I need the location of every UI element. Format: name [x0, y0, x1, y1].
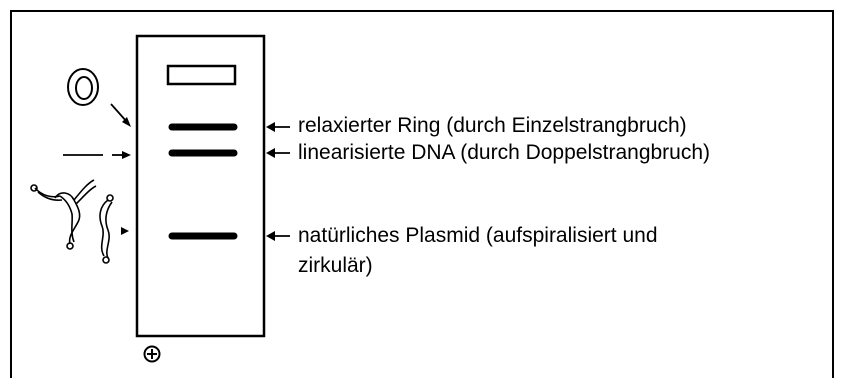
relaxed-pointer-arrow — [110, 103, 131, 127]
supercoiled-pointer-arrow — [121, 227, 129, 235]
label-arrow-relaxed — [266, 122, 290, 132]
label-supercoiled-line1: natürliches Plasmid (aufspiralisiert und — [298, 224, 658, 247]
linear-pointer-arrow — [112, 151, 131, 159]
label-relaxed-ring: relaxierter Ring (durch Einzelstrangbruc… — [298, 114, 687, 137]
label-linear-dna: linearisierte DNA (durch Doppelstrangbru… — [298, 141, 711, 164]
label-supercoiled-line2: zirkulär) — [298, 254, 373, 277]
diagram-frame — [10, 10, 834, 378]
anode-plus-symbol — [143, 345, 161, 363]
supercoiled-plasmid-icon — [30, 179, 114, 264]
gel-outline — [135, 34, 266, 338]
loading-well — [166, 64, 237, 86]
label-arrow-linear — [266, 148, 290, 158]
relaxed-circle-plasmid-icon — [67, 68, 99, 106]
label-arrow-supercoiled — [266, 231, 290, 241]
